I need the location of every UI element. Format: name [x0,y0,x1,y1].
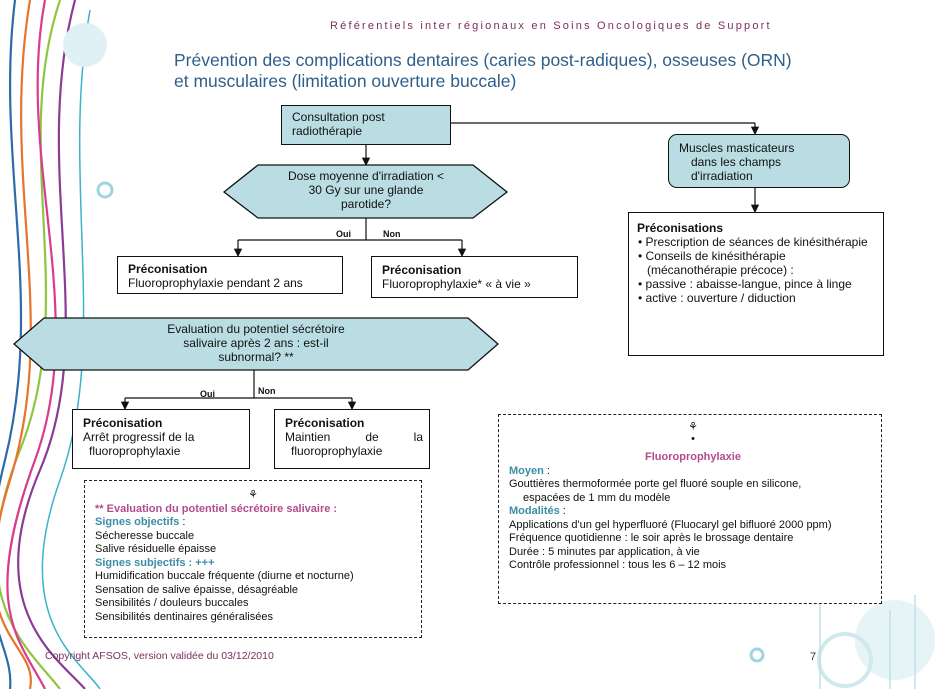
la-word: la [413,430,423,444]
list-item: • Conseils de kinésithérapie (mécanothér… [638,249,794,277]
maintien-word: Maintien [285,430,331,444]
pin-icon: ⚘• [688,421,698,445]
preconisation-arret-box: Préconisation Arrêt progressif de la flu… [72,409,250,469]
branch1-non-label: Non [383,229,401,239]
dose-question: Dose moyenne d'irradiation < 30 Gy sur u… [255,169,477,211]
list-item: Salive résiduelle épaisse [95,543,217,555]
muscles-line-3: d'irradiation [691,169,753,183]
objective-signs-label: Signes objectifs [95,516,180,528]
list-item: Contrôle professionnel : tous les 6 – 12… [509,559,727,571]
modalites-heading: Modalités : [509,505,877,519]
branch2-non-label: Non [258,386,276,396]
list-item-text: active : ouverture / diduction [645,291,796,305]
muscle-preconisations-box: Préconisations • Prescription de séances… [628,212,884,356]
muscles-line-1: Muscles masticateurs [679,141,795,155]
muscle-preconisations-title: Préconisations [637,221,724,235]
list-item: Durée : 5 minutes par application, à vie [509,545,700,558]
preconisation-maintien-line-2: fluoroprophylaxie [291,444,383,458]
preconisation-arret-title: Préconisation [83,416,163,430]
branch1-oui-label: Oui [336,229,351,239]
fluoroprophylaxie-title: Fluoroprophylaxie [645,451,741,463]
fluoroprophylaxie-notes: ⚘• Fluoroprophylaxie Moyen : Gouttières … [498,414,882,604]
copyright-footer: Copyright AFSOS, version validée du 03/1… [45,650,274,662]
title-line-1: Prévention des complications dentaires (… [174,50,792,70]
dose-question-line-3: parotide? [340,197,392,211]
dose-question-line-2: 30 Gy sur une glande [308,183,424,197]
objective-signs-heading: Signes objectifs : [95,516,421,530]
list-item: Sensation de salive épaisse, désagréable [95,583,299,596]
preconisation-maintien-title: Préconisation [285,416,365,430]
de-word: de [365,430,379,444]
list-item: • passive : abaisse-langue, pince à ling… [638,277,852,291]
preconisation-maintien-box: Préconisation Maintien de la fluoroproph… [274,409,430,469]
list-item-text: Prescription de séances de kinésithérapi… [645,235,868,249]
moyen-colon: : [543,464,550,477]
dose-question-line-1: Dose moyenne d'irradiation < [287,169,445,183]
list-item: Humidification buccale fréquente (diurne… [95,570,354,582]
salivary-evaluation-notes: ⚘ ** Evaluation du potentiel sécrétoire … [84,480,422,638]
preconisation-a-vie-title: Préconisation [382,263,462,277]
branch2-oui-label: Oui [200,389,215,399]
list-item: Applications d'un gel hyperfluoré (Fluoc… [509,518,832,531]
preconisation-2-ans-box: Préconisation Fluoroprophylaxie pendant … [117,256,343,294]
muscles-box: Muscles masticateurs dans les champs d'i… [668,134,850,188]
moyen-line-1: Gouttières thermoformée porte gel fluoré… [509,478,802,490]
preconisation-2-ans-text: Fluoroprophylaxie pendant 2 ans [128,276,303,290]
title-line-2: et musculaires (limitation ouverture buc… [174,71,517,91]
consultation-line-1: Consultation post [292,110,385,124]
header-banner: Référentiels inter régionaux en Soins On… [330,20,772,32]
preconisation-2-ans-title: Préconisation [128,262,208,276]
consultation-box: Consultation post radiothérapie [281,105,451,145]
eval-question-line-2: salivaire après 2 ans : est-il [183,336,329,350]
consultation-line-2: radiothérapie [292,124,363,138]
muscles-line-2: dans les champs [691,155,782,169]
objective-signs-colon: : [179,516,186,528]
moyen-label: Moyen [509,464,544,477]
preconisation-arret-line-2: fluoroprophylaxie [89,444,181,458]
evaluation-notes-heading: ** Evaluation du potentiel sécrétoire sa… [95,502,338,515]
preconisation-a-vie-text: Fluoroprophylaxie* « à vie » [382,277,531,291]
preconisation-arret-line-1: Arrêt progressif de la [83,430,195,444]
dose-decision-hexagon [222,164,509,219]
modalites-colon: : [559,505,566,517]
moyen-line-2: espacées de 1 mm du modèle [523,491,671,504]
list-item: Sensibilités / douleurs buccales [95,597,249,609]
pin-icon: ⚘ [248,489,258,501]
subjective-signs-heading: Signes subjectifs : +++ [95,556,215,569]
list-item: • Prescription de séances de kinésithéra… [638,235,868,249]
modalites-label: Modalités [509,505,560,517]
eval-question-line-3: subnormal? ** [218,350,294,364]
preconisation-maintien-line-1: Maintien de la [285,430,423,444]
eval-question: Evaluation du potentiel sécrétoire saliv… [60,322,452,364]
list-item: • active : ouverture / diduction [638,291,796,305]
list-item-text: Conseils de kinésithérapie (mécanothérap… [645,249,794,277]
eval-question-line-1: Evaluation du potentiel sécrétoire [167,322,345,336]
list-item: Sensibilités dentinaires généralisées [95,610,273,623]
list-item: Fréquence quotidienne : le soir après le… [509,532,794,544]
muscle-preconisations-list: • Prescription de séances de kinésithéra… [637,235,877,305]
page-title: Prévention des complications dentaires (… [174,50,894,92]
eval-decision-hexagon [13,317,499,371]
page-number: 7 [810,651,817,663]
list-item: Sécheresse buccale [95,529,195,542]
moyen-heading: Moyen : [509,465,877,479]
list-item-text: passive : abaisse-langue, pince à linge [645,277,852,291]
preconisation-a-vie-box: Préconisation Fluoroprophylaxie* « à vie… [371,256,578,298]
